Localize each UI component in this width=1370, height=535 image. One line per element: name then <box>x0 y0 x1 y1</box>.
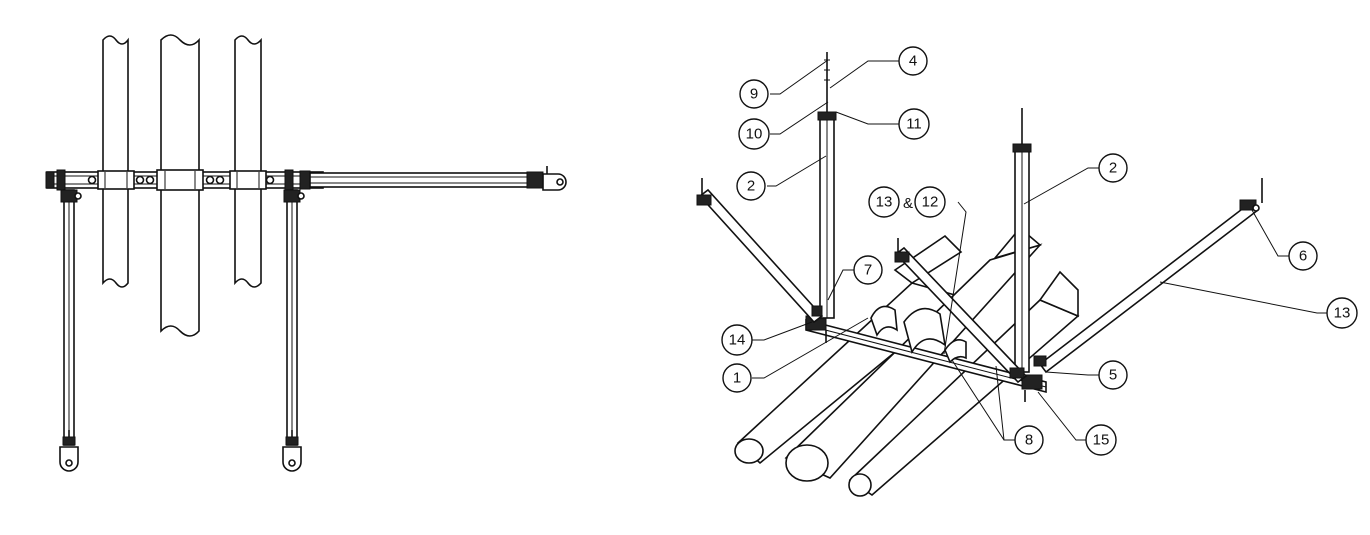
leader-lines <box>752 59 1327 441</box>
pipe-left <box>102 35 129 288</box>
callout-label: 5 <box>1109 367 1117 384</box>
left-hanger <box>59 189 82 472</box>
callout-13-top: 13 <box>868 186 900 218</box>
callout-label: 8 <box>1025 432 1033 449</box>
iso-brace-right <box>1038 178 1263 374</box>
callout-label: 2 <box>1109 160 1117 177</box>
front-view <box>45 34 567 472</box>
callout-label: 10 <box>746 126 763 143</box>
iso-clamp-3 <box>944 339 967 364</box>
callout-15: 15 <box>1085 424 1117 456</box>
callout-8: 8 <box>1014 425 1044 455</box>
callout-10: 10 <box>738 118 770 150</box>
callout-label: 9 <box>750 86 758 103</box>
callout-11: 11 <box>898 108 930 140</box>
iso-post-left <box>817 52 837 319</box>
callout-2-right: 2 <box>1098 153 1128 183</box>
callout-7: 7 <box>853 255 883 285</box>
isometric-view <box>696 52 1263 497</box>
callout-9: 9 <box>739 79 769 109</box>
callout-4: 4 <box>898 46 928 76</box>
iso-clamp-1 <box>870 305 898 337</box>
pipe-right <box>234 35 262 288</box>
iso-brace-center <box>894 238 1028 384</box>
callout-label: 7 <box>864 262 872 279</box>
ampersand-text: & <box>903 195 913 212</box>
callout-2-left: 2 <box>736 171 766 201</box>
callout-label: 2 <box>747 178 755 195</box>
right-hanger <box>282 189 305 472</box>
callout-label: 13 <box>1334 305 1351 322</box>
callout-label: 15 <box>1093 432 1110 449</box>
callout-label: 1 <box>733 370 741 387</box>
callout-5: 5 <box>1098 360 1128 390</box>
callout-label: 12 <box>922 194 939 211</box>
callout-label: 14 <box>729 332 746 349</box>
callout-label: 11 <box>906 116 922 133</box>
callout-label: 4 <box>909 53 917 70</box>
callout-label: 13 <box>876 194 893 211</box>
callout-label: 6 <box>1299 248 1307 265</box>
callout-13-right: 13 <box>1326 297 1358 329</box>
horizontal-channel <box>45 169 324 191</box>
callout-14: 14 <box>721 324 753 356</box>
iso-brace-left <box>696 178 824 324</box>
iso-post-right <box>1012 108 1032 373</box>
callout-1: 1 <box>722 363 752 393</box>
iso-lower-channel <box>805 315 1047 402</box>
extension-arm <box>309 166 567 191</box>
callout-6: 6 <box>1288 241 1318 271</box>
callout-12: 12 <box>914 186 946 218</box>
